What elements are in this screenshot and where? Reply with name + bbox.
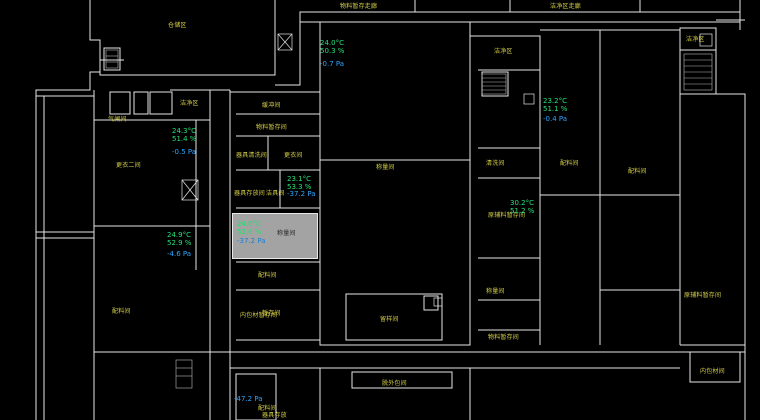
sensor-reading[interactable]: 24.0°C 50.3 % -0.7 Pa [320, 39, 345, 69]
temperature-value: 24.0°C [320, 39, 344, 47]
room-label-bottom-l: 脱外包间 [382, 380, 407, 387]
room-label-big-mid: 称量间 [376, 164, 395, 171]
room-label-left-big: 配料间 [112, 308, 131, 315]
room-label-mid-b: 洁净区 [494, 48, 513, 55]
sensor-reading[interactable]: 23.1°C 53.3 % -37.2 Pa [287, 175, 316, 199]
pressure-value: -47.2 Pa [234, 395, 263, 403]
room-label-bottom-l2: 器具存放 [262, 412, 287, 419]
room-label-c7: 配料间 [258, 272, 277, 279]
sensor-reading[interactable]: 24.3°C 51.4 % -0.5 Pa [172, 127, 197, 157]
pressure-value: -0.4 Pa [543, 115, 568, 123]
room-label-r5: 称量间 [486, 288, 505, 295]
room-label-c1: 缓冲间 [262, 102, 281, 109]
room-label-r7: 原辅料暂存间 [684, 292, 722, 299]
temperature-value: 24.3°C [172, 127, 196, 135]
sensor-reading[interactable]: 23.2°C 51.1 % -0.4 Pa [543, 97, 568, 124]
room-label-right-top: 洁净区 [686, 36, 705, 43]
room-label-top-left: 仓储区 [168, 22, 187, 29]
room-label-c8: 暂存间 [262, 310, 281, 317]
room-label-left-low: 洁净区 [180, 100, 199, 107]
pressure-value: -4.6 Pa [167, 250, 192, 258]
humidity-value: 50.3 % [320, 46, 345, 55]
room-label-bottom-r: 内包材间 [700, 368, 725, 375]
sensor-reading[interactable]: 30.2°C 51.2 % [510, 199, 535, 215]
room-label-c3: 器具清洗间 [236, 152, 268, 159]
room-label-r4: 配料间 [628, 168, 647, 175]
room-label-c10: 配料间 [258, 405, 277, 412]
humidity-value: 51.1 % [543, 104, 568, 113]
temperature-value: 23.2°C [543, 97, 567, 105]
humidity-value: 51.2 % [510, 206, 535, 215]
sensor-reading: 24.6°C 52.6 % -37.2 Pa [237, 220, 266, 246]
temperature-value: 30.2°C [510, 199, 534, 207]
room-label-c4: 更衣间 [284, 152, 303, 159]
humidity-value: 53.3 % [287, 182, 312, 191]
temperature-value: 24.6°C [237, 220, 261, 228]
temperature-value: 23.1°C [287, 175, 311, 183]
room-label-r2: 原辅料暂存间 [488, 212, 526, 219]
room-label-r1: 清洗间 [486, 160, 505, 167]
room-label-r3: 配料间 [560, 160, 579, 167]
pressure-value: -0.7 Pa [320, 60, 345, 68]
pressure-value: -0.5 Pa [172, 148, 197, 156]
room-label-top-corridor-b: 洁净区走廊 [550, 3, 582, 10]
sensor-reading[interactable]: -47.2 Pa [234, 395, 263, 404]
humidity-value: 52.6 % [237, 227, 262, 236]
sensor-reading[interactable]: 24.9°C 52.9 % -4.6 Pa [167, 231, 192, 259]
room-label-c5: 器具存放间 [234, 190, 266, 197]
temperature-value: 24.9°C [167, 231, 191, 239]
pressure-value: -37.2 Pa [287, 190, 316, 198]
room-label-bottom-c: 留样间 [380, 316, 399, 323]
room-label-c6: 洁具间 [266, 190, 285, 197]
pressure-value: -37.2 Pa [237, 237, 266, 245]
room-label-c9: 内包材暂存间 [240, 312, 278, 319]
room-label-left-small: 气闸间 [108, 116, 127, 123]
humidity-value: 51.4 % [172, 134, 197, 143]
room-label-left-mid: 更衣二间 [116, 162, 141, 169]
selected-room-label: 称量间 [277, 230, 296, 237]
room-label-c2: 物料暂存间 [256, 124, 288, 131]
room-label-top-corridor-a: 物料暂存走廊 [340, 3, 378, 10]
humidity-value: 52.9 % [167, 238, 192, 247]
room-label-r6: 物料暂存间 [488, 334, 520, 341]
selected-room[interactable]: 24.6°C 52.6 % -37.2 Pa 称量间 [232, 213, 318, 259]
